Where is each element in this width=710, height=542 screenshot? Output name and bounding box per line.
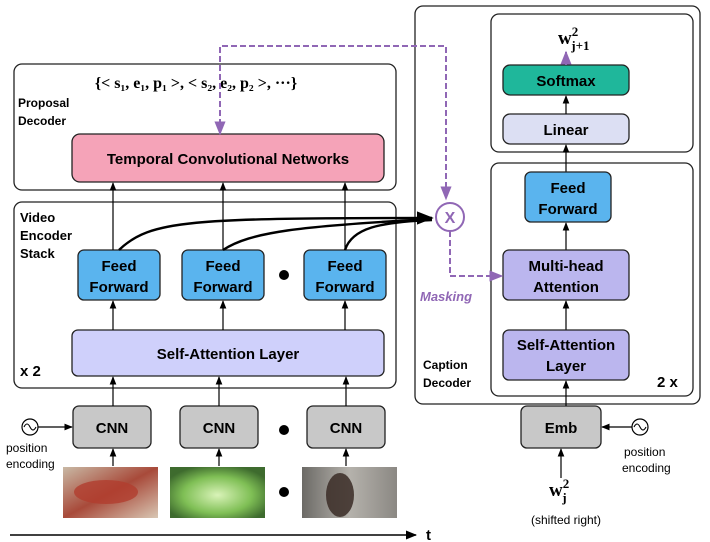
caption-input-sub: j — [561, 490, 566, 505]
decoder-self-attention-line2: Layer — [546, 358, 586, 375]
self-attention-block-encoder — [71, 329, 385, 377]
emb-block — [520, 405, 602, 449]
feed-forward-2-line2: Forward — [193, 279, 252, 296]
linear-label: Linear — [543, 122, 588, 139]
emb-label: Emb — [545, 420, 578, 437]
shifted-right-label: (shifted right) — [531, 513, 601, 527]
ellipsis-dot-encoder — [279, 270, 289, 280]
tcn-label: Temporal Convolutional Networks — [107, 151, 349, 168]
feed-forward-2-line1: Feed — [205, 258, 240, 275]
video-frame-image-1-food — [74, 480, 138, 504]
decoder-self-attention-line1: Self-Attention — [517, 337, 615, 354]
video-frame-image-2 — [170, 467, 265, 518]
feed-forward-3-line2: Forward — [315, 279, 374, 296]
multihead-line2: Attention — [533, 279, 599, 296]
decoder-feed-forward-line2: Forward — [538, 201, 597, 218]
position-encoding-label-line1: position — [6, 441, 47, 455]
curve-ff2-to-multiply — [222, 217, 433, 251]
position-encoding-label-line2: encoding — [6, 457, 55, 471]
feed-forward-block-decoder — [524, 171, 612, 223]
feed-forward-1-line2: Forward — [89, 279, 148, 296]
decoder-position-encoding-line1: position — [624, 445, 665, 459]
multihead-line1: Multi-head — [529, 258, 604, 275]
softmax-label: Softmax — [536, 73, 596, 90]
feed-forward-1-line1: Feed — [101, 258, 136, 275]
curve-ff1-to-multiply — [118, 211, 434, 251]
self-attention-block-decoder — [502, 329, 630, 381]
curve-ff3-to-multiply — [343, 218, 433, 251]
dashed-multiply-to-multihead — [449, 231, 504, 282]
masking-label: Masking — [420, 289, 472, 304]
video-encoder-title-line3: Stack — [20, 246, 55, 261]
caption-output-sup: 2 — [572, 24, 579, 39]
proposal-output-formula: {< s₁, e₁, p₁ >, < s₂, e₂, p₂ >, ···} — [95, 75, 297, 92]
caption-input-sup: 2 — [563, 476, 570, 491]
decoder-position-encoding-line2: encoding — [622, 461, 671, 475]
video-encoder-title-line2: Encoder — [20, 228, 72, 243]
proposal-decoder-title-line2: Decoder — [18, 114, 66, 128]
caption-decoder-title-line1: Caption — [423, 358, 468, 372]
cnn-label-2: CNN — [203, 420, 236, 437]
decoder-repeat-label: 2 x — [657, 374, 679, 391]
caption-decoder-title-line2: Decoder — [423, 376, 471, 390]
caption-output-sub: j+1 — [570, 38, 589, 53]
decoder-feed-forward-line1: Feed — [550, 180, 585, 197]
feed-forward-3-line1: Feed — [327, 258, 362, 275]
video-frame-image-3-person — [326, 473, 354, 517]
cnn-block-1 — [72, 405, 152, 449]
time-axis-label: t — [426, 527, 431, 542]
cnn-label-3: CNN — [330, 420, 363, 437]
sine-wave-curve-decoder — [633, 423, 647, 431]
proposal-decoder-title-line1: Proposal — [18, 96, 69, 110]
encoder-repeat-label: x 2 — [20, 363, 41, 380]
self-attention-label-encoder: Self-Attention Layer — [157, 346, 300, 363]
video-encoder-title-line1: Video — [20, 210, 55, 225]
ellipsis-dot-frames — [279, 487, 289, 497]
cnn-label-1: CNN — [96, 420, 129, 437]
ellipsis-dot-cnn — [279, 425, 289, 435]
dashed-tcn-to-multiply — [214, 45, 452, 201]
sine-wave-curve-encoder — [23, 423, 37, 431]
multiply-symbol: X — [445, 210, 456, 227]
